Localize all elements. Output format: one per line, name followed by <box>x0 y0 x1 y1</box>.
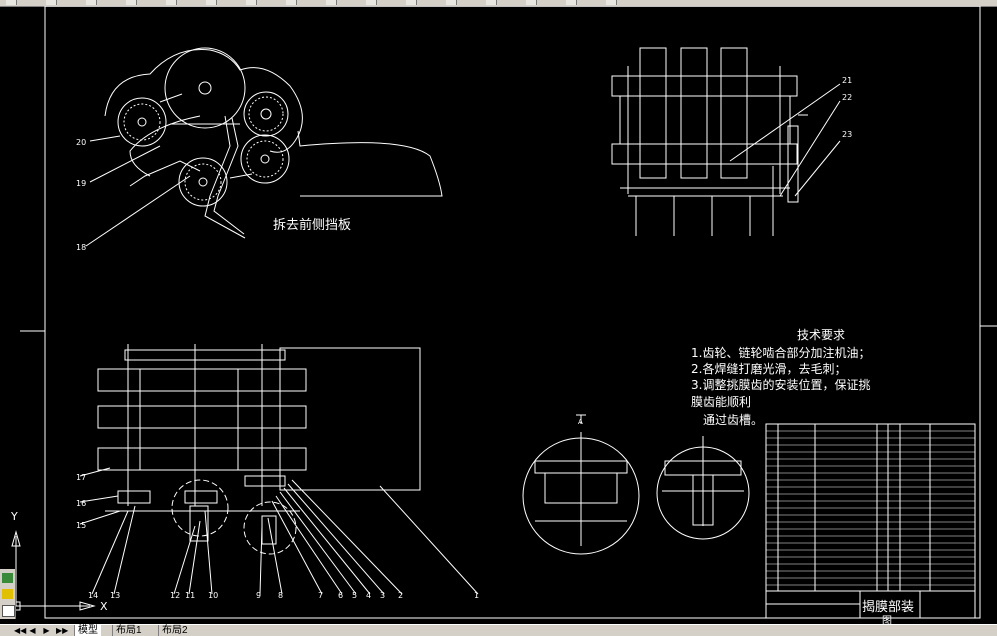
plan-leader-11: 11 <box>185 591 195 600</box>
plan-leader-line <box>79 495 119 503</box>
plan-leader-line <box>291 479 403 595</box>
save-icon[interactable] <box>86 0 97 5</box>
drawing-name: 揭膜部装 <box>862 600 914 615</box>
side-view-labels: 20 19 18 拆去前侧挡板 <box>76 138 351 252</box>
color-icon[interactable] <box>526 0 537 5</box>
print-icon[interactable] <box>126 0 137 5</box>
lineweight-icon[interactable] <box>606 0 617 5</box>
open-icon[interactable] <box>46 0 57 5</box>
properties-icon[interactable] <box>2 589 13 599</box>
plan-leader-line <box>79 510 121 525</box>
leader-23: 23 <box>842 130 852 139</box>
plan-leader-line <box>259 525 263 595</box>
plan-leader-17: 17 <box>76 473 86 482</box>
plan-view <box>97 344 421 555</box>
layer-icon[interactable] <box>486 0 497 5</box>
plan-leader-line <box>91 510 129 595</box>
tab-layout1[interactable]: 布局1 <box>112 625 145 636</box>
leader-21: 21 <box>842 76 852 85</box>
ucs-y-label: Y <box>10 510 18 523</box>
leader-19: 19 <box>76 179 86 188</box>
plan-leader-5: 5 <box>352 591 357 600</box>
tech-line-5: 通过齿槽。 <box>691 413 763 427</box>
drawing-frame <box>20 6 997 619</box>
properties-icon[interactable] <box>446 0 457 5</box>
plan-leader-line <box>188 520 201 595</box>
plan-leader-line <box>379 485 479 595</box>
section-details <box>522 414 750 555</box>
bom-table <box>765 423 976 619</box>
plan-leader-15: 15 <box>76 521 86 530</box>
palette-icon[interactable] <box>2 605 15 617</box>
ucs-labels: Y X <box>10 510 108 613</box>
tab-layout2[interactable]: 布局2 <box>158 625 191 636</box>
plan-leader-line <box>287 483 385 595</box>
tech-line-3: 3.调整挑膜齿的安装位置，保证挑 <box>691 377 870 392</box>
section-a-label: A <box>578 418 583 426</box>
plan-leader-14: 14 <box>88 591 98 600</box>
plan-leader-9: 9 <box>256 591 261 600</box>
plan-view-leaders <box>79 467 479 595</box>
linetype-icon[interactable] <box>566 0 577 5</box>
plan-leader-10: 10 <box>208 591 218 600</box>
plan-leader-2: 2 <box>398 591 403 600</box>
section-labels: A <box>578 418 583 426</box>
leader-22: 22 <box>842 93 852 102</box>
plan-leader-7: 7 <box>318 591 323 600</box>
next-layout-button[interactable]: ▶ <box>43 626 50 635</box>
plan-leader-line <box>204 510 213 595</box>
plan-leader-4: 4 <box>366 591 371 600</box>
plan-leader-line <box>79 467 111 477</box>
tech-line-4: 膜齿能顺利 <box>691 395 751 409</box>
plan-leader-line <box>271 500 323 595</box>
plan-leader-8: 8 <box>278 591 283 600</box>
title-block: 揭膜部装 图 <box>862 600 914 625</box>
plan-leader-line <box>173 525 196 595</box>
leader-20: 20 <box>76 138 86 147</box>
drawing-name-sub: 图 <box>882 615 892 625</box>
plan-leader-12: 12 <box>170 591 180 600</box>
drawing-svg[interactable]: 20 19 18 拆去前侧挡板 21 22 23 <box>0 6 997 625</box>
bom-rows <box>766 430 975 586</box>
plan-leader-1: 1 <box>474 591 479 600</box>
tech-line-1: 1.齿轮、链轮啮合部分加注机油； <box>691 345 870 360</box>
layer-state-icon[interactable] <box>2 573 13 583</box>
plan-leader-line <box>279 491 357 595</box>
zoom-icon[interactable] <box>406 0 417 5</box>
leader-18: 18 <box>76 243 86 252</box>
tech-title: 技术要求 <box>797 328 845 342</box>
plan-leader-3: 3 <box>380 591 385 600</box>
side-view <box>85 47 443 247</box>
tool-palette[interactable] <box>0 569 16 619</box>
plan-leader-16: 16 <box>76 499 86 508</box>
pan-icon[interactable] <box>366 0 377 5</box>
last-layout-button[interactable]: ▶▶ <box>56 626 69 635</box>
prev-layout-button[interactable]: ◀ <box>29 626 36 635</box>
cut-icon[interactable] <box>166 0 177 5</box>
front-view <box>611 47 841 236</box>
plan-leader-line <box>113 505 136 595</box>
copy-icon[interactable] <box>206 0 217 5</box>
redo-icon[interactable] <box>326 0 337 5</box>
undo-icon[interactable] <box>286 0 297 5</box>
plan-leader-line <box>275 495 343 595</box>
plan-leader-line <box>267 517 283 595</box>
tech-line-2: 2.各焊缝打磨光滑，去毛刺； <box>691 361 846 376</box>
ucs-icon <box>11 530 96 611</box>
new-icon[interactable] <box>6 0 17 5</box>
paste-icon[interactable] <box>246 0 257 5</box>
tech-requirements: 技术要求 1.齿轮、链轮啮合部分加注机油； 2.各焊缝打磨光滑，去毛刺； 3.调… <box>691 328 870 427</box>
drawing-canvas[interactable]: 20 19 18 拆去前侧挡板 21 22 23 <box>0 6 997 625</box>
plan-leader-6: 6 <box>338 591 343 600</box>
layout-tab-bar: ◀◀ ◀ ▶ ▶▶ 模型 布局1 布局2 <box>0 624 997 636</box>
plan-leader-13: 13 <box>110 591 120 600</box>
tab-model[interactable]: 模型 <box>74 625 101 636</box>
plan-leader-line <box>283 487 371 595</box>
side-view-caption: 拆去前侧挡板 <box>273 217 351 233</box>
front-view-labels: 21 22 23 <box>842 76 852 139</box>
first-layout-button[interactable]: ◀◀ <box>14 626 27 635</box>
ucs-x-label: X <box>100 600 108 613</box>
